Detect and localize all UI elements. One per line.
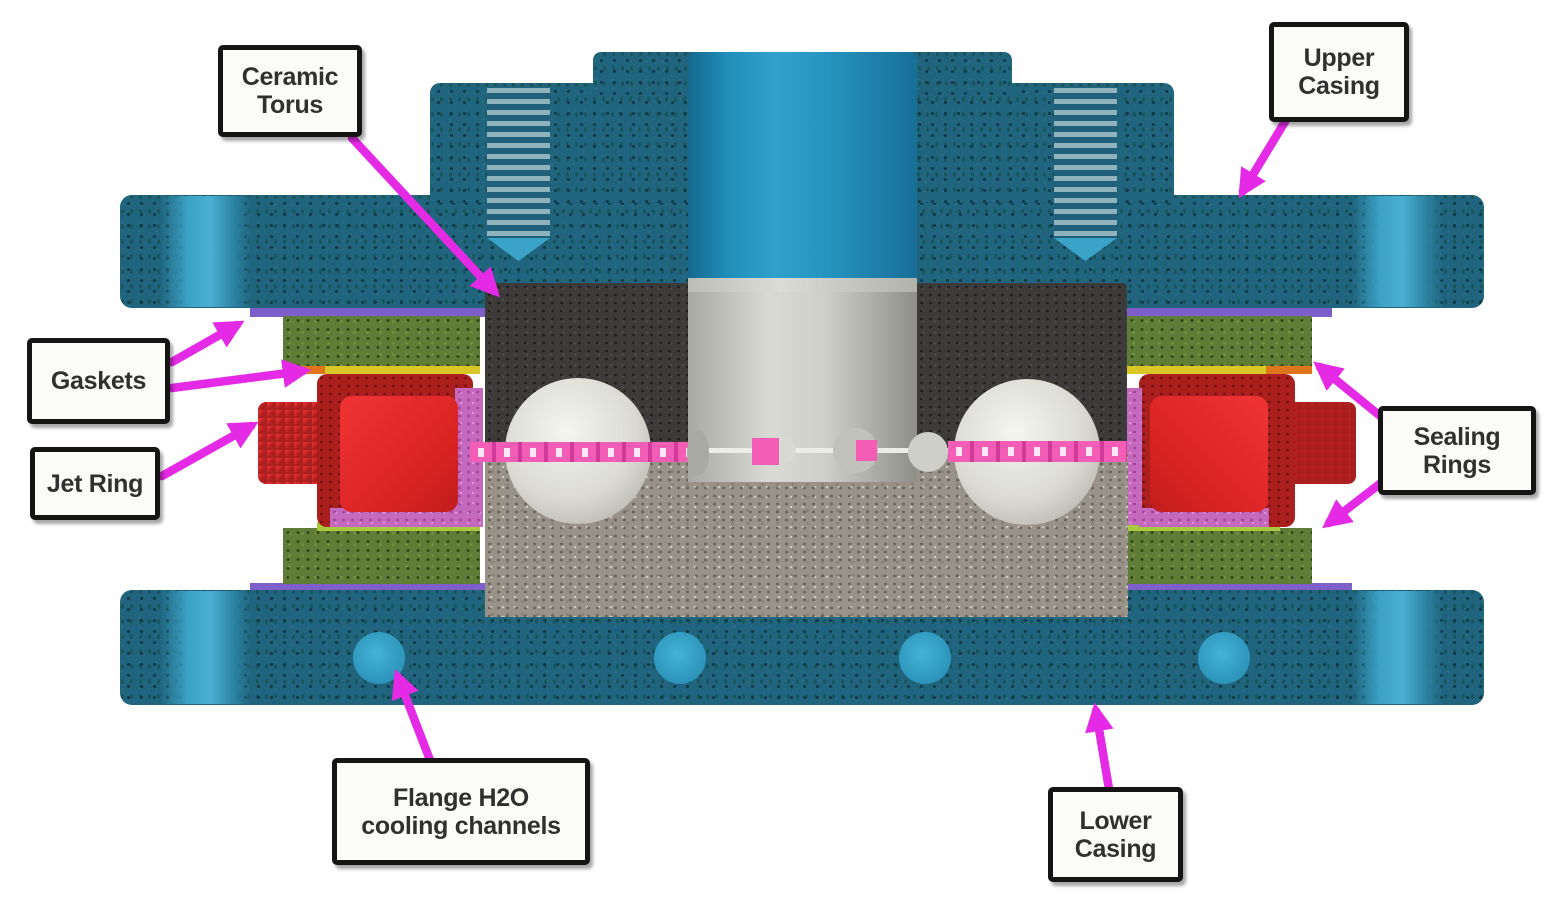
- jet-marker-1: [752, 438, 779, 465]
- label-upper-casing-text: Upper Casing: [1298, 44, 1380, 100]
- cooling-channel-1: [353, 632, 405, 684]
- gasket-upper-right: [1127, 316, 1312, 372]
- sealing-ring-left-bottom: [330, 508, 483, 527]
- upper-flange-bore-left: [160, 196, 252, 307]
- jet-ring-right-tab: [1288, 402, 1356, 484]
- gasket-lower-left: [283, 528, 480, 584]
- lower-flange-bore-left: [160, 591, 252, 704]
- jet-channel-right: [948, 441, 1127, 462]
- bolt-left: [487, 88, 550, 238]
- label-ceramic-torus: Ceramic Torus: [218, 45, 362, 137]
- gasket-lower-right: [1127, 528, 1312, 584]
- sealing-ring-right-bottom: [1139, 508, 1269, 527]
- label-sealing-rings-text: Sealing Rings: [1413, 422, 1501, 479]
- label-gaskets: Gaskets: [27, 338, 170, 424]
- lower-flange-bore-right: [1352, 591, 1444, 704]
- nozzle-disc-3: [908, 432, 948, 472]
- label-flange-h2o-text: Flange H2O cooling channels: [361, 783, 561, 840]
- arrow-jet-ring: [157, 421, 259, 481]
- jet-ring-left-tab: [258, 402, 328, 484]
- label-gaskets-text: Gaskets: [50, 367, 147, 395]
- label-lower-casing-text: Lower Casing: [1074, 806, 1157, 863]
- label-ceramic-torus-text: Ceramic Torus: [241, 63, 339, 119]
- label-upper-casing: Upper Casing: [1269, 22, 1409, 122]
- jet-ring-right-core: [1150, 396, 1268, 512]
- cooling-channel-2: [654, 632, 706, 684]
- yellow-shim-left: [325, 366, 480, 374]
- jet-marker-2: [856, 440, 877, 461]
- jet-channel-left: [470, 442, 696, 462]
- gasket-upper-left: [283, 316, 480, 372]
- label-lower-casing: Lower Casing: [1048, 787, 1183, 882]
- cooling-channel-4: [1198, 632, 1250, 684]
- label-jet-ring: Jet Ring: [30, 447, 160, 520]
- bolt-right: [1054, 88, 1117, 238]
- arrow-upper-casing: [1238, 115, 1291, 199]
- jet-channel-line: [695, 448, 1110, 453]
- nozzle-ellipse: [687, 430, 709, 476]
- tube-base-ring: [688, 276, 917, 292]
- label-flange-h2o-cooling-channels: Flange H2O cooling channels: [332, 758, 590, 865]
- label-sealing-rings: Sealing Rings: [1378, 406, 1536, 495]
- upper-flange-bore-right: [1352, 196, 1444, 307]
- cooling-channel-3: [899, 632, 951, 684]
- yellow-shim-right: [1127, 366, 1272, 374]
- arrow-gaskets-1: [167, 320, 245, 367]
- jet-ring-left-core: [340, 396, 458, 512]
- arrow-lower-casing: [1085, 702, 1114, 794]
- label-jet-ring-text: Jet Ring: [46, 469, 144, 498]
- ceramic-torus-left: [485, 283, 688, 461]
- central-tube: [688, 52, 917, 278]
- orange-shim-right: [1266, 366, 1312, 374]
